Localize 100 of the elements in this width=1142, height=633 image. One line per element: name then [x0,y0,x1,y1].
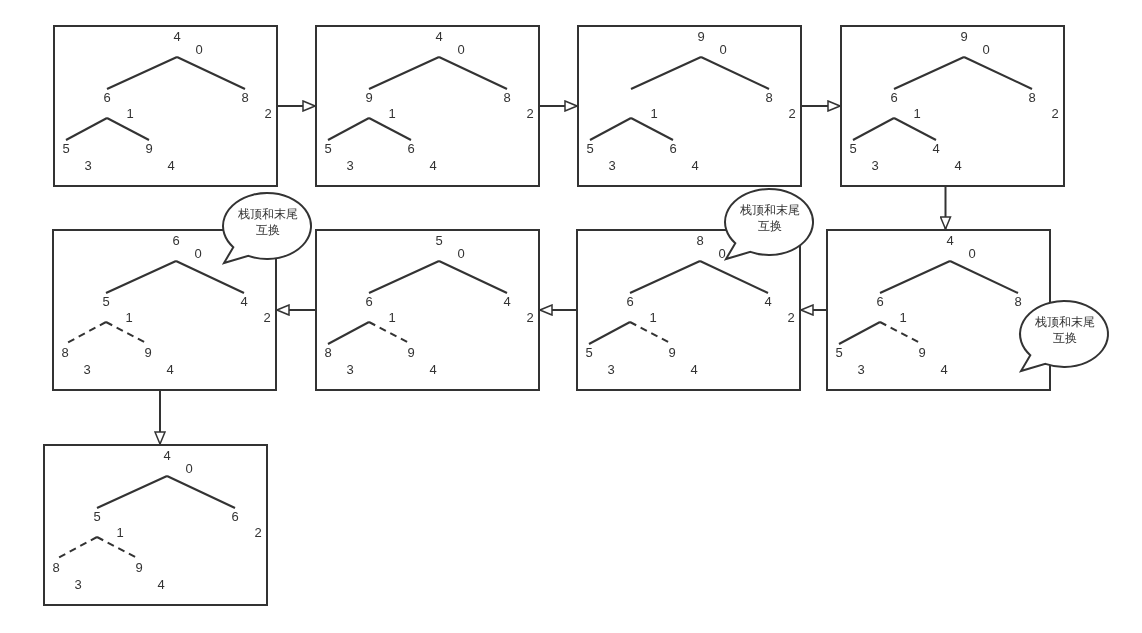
tree-value: 6 [872,293,888,322]
tree-branch [699,260,769,294]
tree-branch [327,117,370,141]
arrow [539,304,577,316]
tree-value: 6 [361,293,377,322]
speech-bubble [1017,299,1111,373]
index-label: 3 [607,158,617,174]
tree-branch [105,260,177,294]
index-label: 3 [856,362,866,378]
tree-value: 9 [131,559,147,577]
index-label: 0 [456,246,466,262]
tree-value: 6 [227,508,243,526]
index-label: 4 [428,362,438,378]
index-label: 3 [606,362,616,378]
index-label: 2 [525,310,535,326]
tree-value: 8 [499,89,515,107]
tree-branch [838,321,881,345]
index-label: 1 [387,106,397,122]
tree-branch [630,117,674,141]
arrow [539,100,578,112]
tree-branch [589,117,632,141]
tree-value: 9 [956,28,972,57]
tree-branch [893,56,965,90]
tree-value: 5 [320,140,336,158]
index-label: 1 [649,106,659,122]
tree-value: 9 [403,344,419,362]
arrow [800,304,827,316]
tree-value: 8 [761,89,777,107]
index-label: 2 [253,525,263,541]
tree-branch [438,260,508,294]
arrow [277,100,316,112]
callout-text: 栈顶和末尾互换 [1034,314,1096,346]
tree-value: 5 [581,344,597,362]
tree-value: 9 [693,28,709,57]
tree-branch [176,56,246,90]
tree-value: 6 [99,89,115,118]
index-label: 4 [689,362,699,378]
index-label: 2 [786,310,796,326]
index-label: 2 [263,106,273,122]
arrow [276,304,316,316]
index-label: 0 [717,246,727,262]
tree-branch [949,260,1019,294]
index-label: 3 [345,158,355,174]
index-label: 2 [262,310,272,326]
tree-value: 8 [1010,293,1026,311]
tree-value: 5 [58,140,74,158]
tree-value: 8 [237,89,253,107]
index-label: 0 [967,246,977,262]
tree-branch [700,56,770,90]
tree-value: 6 [622,293,638,322]
arrow [154,390,166,445]
tree-branch [893,117,937,141]
index-label: 3 [83,158,93,174]
index-label: 1 [125,106,135,122]
tree-branch [106,117,150,141]
tree-branch [630,56,702,90]
tree-value: 5 [431,232,447,261]
tree-branch [327,321,370,345]
tree-branch [588,321,631,345]
tree-branch [65,117,108,141]
tree-branch [852,117,895,141]
callout-text: 栈顶和末尾互换 [739,202,801,234]
tree-value: 5 [845,140,861,158]
tree-value: 6 [665,140,681,158]
tree-branch [166,475,236,509]
tree-branch [879,260,951,294]
index-label: 3 [870,158,880,174]
index-label: 3 [82,362,92,378]
index-label: 2 [787,106,797,122]
tree-branch [368,56,440,90]
tree-value: 8 [48,559,64,577]
tree-value: 9 [140,344,156,362]
tree-value: 4 [431,28,447,57]
index-label: 0 [184,461,194,477]
tree-value: 5 [98,293,114,322]
tree-value: 8 [57,344,73,362]
tree-value: 5 [582,140,598,158]
heap-panel [315,229,540,391]
tree-value: 4 [499,293,515,311]
heap-panel [315,25,540,187]
index-label: 4 [165,362,175,378]
arrow [801,100,841,112]
tree-branch [368,260,440,294]
tree-value: 8 [1024,89,1040,107]
tree-branch [963,56,1033,90]
index-label: 0 [194,42,204,58]
tree-value: 8 [692,232,708,261]
tree-value: 9 [141,140,157,158]
tree-branch [629,260,701,294]
index-label: 4 [690,158,700,174]
index-label: 3 [345,362,355,378]
tree-value: 5 [89,508,105,537]
index-label: 4 [939,362,949,378]
callout-text: 栈顶和末尾互换 [237,206,299,238]
index-label: 4 [166,158,176,174]
tree-value: 6 [886,89,902,118]
index-label: 2 [525,106,535,122]
tree-value: 8 [320,344,336,362]
tree-value: 6 [168,232,184,261]
index-label: 1 [898,310,908,326]
